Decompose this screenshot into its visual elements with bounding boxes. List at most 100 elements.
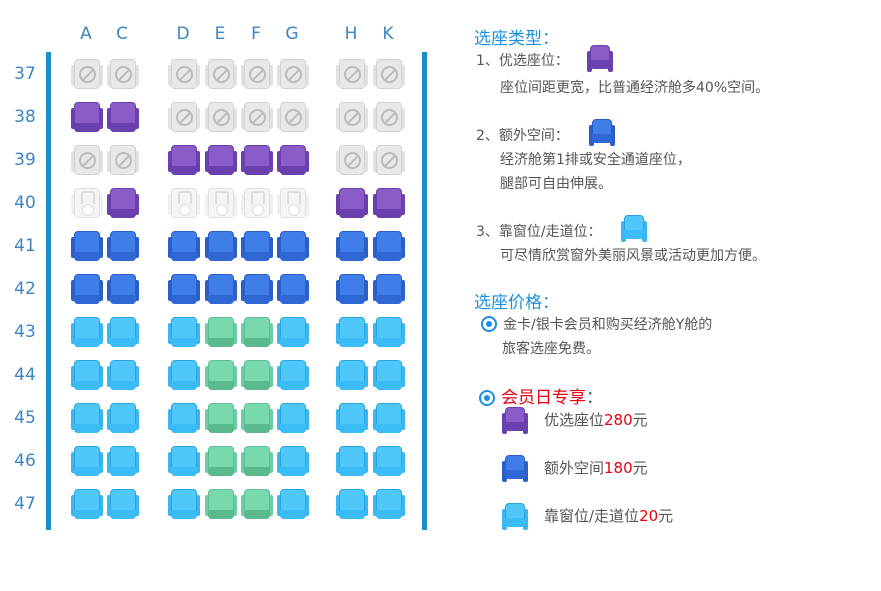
seat-39G-preferred[interactable] xyxy=(277,144,309,176)
seat-41H-extra-legroom[interactable] xyxy=(336,230,368,262)
bassinet-icon xyxy=(251,191,265,216)
unavailable-icon xyxy=(249,109,266,126)
seat-43H-window-aisle[interactable] xyxy=(336,316,368,348)
bassinet-icon xyxy=(287,191,301,216)
seat-41E-extra-legroom[interactable] xyxy=(205,230,237,262)
seat-37D-occupied xyxy=(168,58,200,90)
seat-38F-occupied xyxy=(241,101,273,133)
seat-40C-preferred[interactable] xyxy=(107,187,139,219)
seat-46E-standard[interactable] xyxy=(205,445,237,477)
seat-45H-window-aisle[interactable] xyxy=(336,402,368,434)
seat-44H-window-aisle[interactable] xyxy=(336,359,368,391)
seat-47C-window-aisle[interactable] xyxy=(107,488,139,520)
seat-45D-window-aisle[interactable] xyxy=(168,402,200,434)
seat-44C-window-aisle[interactable] xyxy=(107,359,139,391)
seat-39E-preferred[interactable] xyxy=(205,144,237,176)
seat-43K-window-aisle[interactable] xyxy=(373,316,405,348)
seat-45K-window-aisle[interactable] xyxy=(373,402,405,434)
column-header-A: A xyxy=(80,24,92,44)
seat-41G-extra-legroom[interactable] xyxy=(277,230,309,262)
seat-45E-standard[interactable] xyxy=(205,402,237,434)
seat-38A-preferred[interactable] xyxy=(71,101,103,133)
seat-46G-window-aisle[interactable] xyxy=(277,445,309,477)
seat-45F-standard[interactable] xyxy=(241,402,273,434)
seat-45G-window-aisle[interactable] xyxy=(277,402,309,434)
radio-icon xyxy=(479,390,495,406)
seat-44D-window-aisle[interactable] xyxy=(168,359,200,391)
seat-46C-window-aisle[interactable] xyxy=(107,445,139,477)
seat-46F-standard[interactable] xyxy=(241,445,273,477)
seat-42E-extra-legroom[interactable] xyxy=(205,273,237,305)
seat-47K-window-aisle[interactable] xyxy=(373,488,405,520)
seat-43F-standard[interactable] xyxy=(241,316,273,348)
column-header-K: K xyxy=(382,24,394,44)
type-extra-label: 2、额外空间： xyxy=(476,128,569,144)
window-aisle-seat-icon xyxy=(621,214,647,242)
seat-46D-window-aisle[interactable] xyxy=(168,445,200,477)
unavailable-icon xyxy=(249,66,266,83)
seat-42A-extra-legroom[interactable] xyxy=(71,273,103,305)
seat-44E-standard[interactable] xyxy=(205,359,237,391)
seat-41K-extra-legroom[interactable] xyxy=(373,230,405,262)
price-preferred: 优选座位280元 xyxy=(544,409,648,430)
seat-39K-occupied xyxy=(373,144,405,176)
seat-38K-occupied xyxy=(373,101,405,133)
seat-46K-window-aisle[interactable] xyxy=(373,445,405,477)
seat-39F-preferred[interactable] xyxy=(241,144,273,176)
seat-45A-window-aisle[interactable] xyxy=(71,402,103,434)
row-label-43: 43 xyxy=(14,322,36,342)
free-note-line2: 旅客选座免费。 xyxy=(502,341,600,357)
seat-43D-window-aisle[interactable] xyxy=(168,316,200,348)
row-label-41: 41 xyxy=(14,236,36,256)
row-label-46: 46 xyxy=(14,451,36,471)
price-preferred-label: 优选座位 xyxy=(544,411,605,429)
seat-42F-extra-legroom[interactable] xyxy=(241,273,273,305)
cabin-wall-left xyxy=(46,52,51,530)
seat-41D-extra-legroom[interactable] xyxy=(168,230,200,262)
seat-40D-bassinet xyxy=(168,187,200,219)
seat-39C-occupied xyxy=(107,144,139,176)
seat-43A-window-aisle[interactable] xyxy=(71,316,103,348)
seat-40H-preferred[interactable] xyxy=(336,187,368,219)
seat-45C-window-aisle[interactable] xyxy=(107,402,139,434)
seat-47E-standard[interactable] xyxy=(205,488,237,520)
free-note-line1: 金卡/银卡会员和购买经济舱Y舱的 xyxy=(503,317,713,333)
seat-42D-extra-legroom[interactable] xyxy=(168,273,200,305)
seat-41F-extra-legroom[interactable] xyxy=(241,230,273,262)
seat-44G-window-aisle[interactable] xyxy=(277,359,309,391)
seat-38C-preferred[interactable] xyxy=(107,101,139,133)
unavailable-icon xyxy=(176,66,193,83)
member-day: 会员日专享： xyxy=(479,383,603,408)
seat-47D-window-aisle[interactable] xyxy=(168,488,200,520)
column-header-E: E xyxy=(214,24,226,44)
seat-47A-window-aisle[interactable] xyxy=(71,488,103,520)
seat-39D-preferred[interactable] xyxy=(168,144,200,176)
seat-40K-preferred[interactable] xyxy=(373,187,405,219)
seat-43E-standard[interactable] xyxy=(205,316,237,348)
seat-47H-window-aisle[interactable] xyxy=(336,488,368,520)
seat-46H-window-aisle[interactable] xyxy=(336,445,368,477)
seat-42C-extra-legroom[interactable] xyxy=(107,273,139,305)
seat-43C-window-aisle[interactable] xyxy=(107,316,139,348)
row-label-44: 44 xyxy=(14,365,36,385)
seat-41A-extra-legroom[interactable] xyxy=(71,230,103,262)
bassinet-icon xyxy=(215,191,229,216)
bassinet-icon xyxy=(81,191,95,216)
price-extra-value: 180 xyxy=(604,459,633,477)
seat-47G-window-aisle[interactable] xyxy=(277,488,309,520)
seat-42G-extra-legroom[interactable] xyxy=(277,273,309,305)
type-preferred-label: 1、优选座位： xyxy=(476,53,569,69)
type-extra-desc1: 经济舱第1排或安全通道座位， xyxy=(500,152,691,168)
seat-43G-window-aisle[interactable] xyxy=(277,316,309,348)
seat-44F-standard[interactable] xyxy=(241,359,273,391)
row-label-40: 40 xyxy=(14,193,36,213)
seat-44A-window-aisle[interactable] xyxy=(71,359,103,391)
extra-space-seat-icon xyxy=(589,118,615,146)
seat-44K-window-aisle[interactable] xyxy=(373,359,405,391)
seat-41C-extra-legroom[interactable] xyxy=(107,230,139,262)
seat-42H-extra-legroom[interactable] xyxy=(336,273,368,305)
seat-42K-extra-legroom[interactable] xyxy=(373,273,405,305)
seat-47F-standard[interactable] xyxy=(241,488,273,520)
seat-46A-window-aisle[interactable] xyxy=(71,445,103,477)
